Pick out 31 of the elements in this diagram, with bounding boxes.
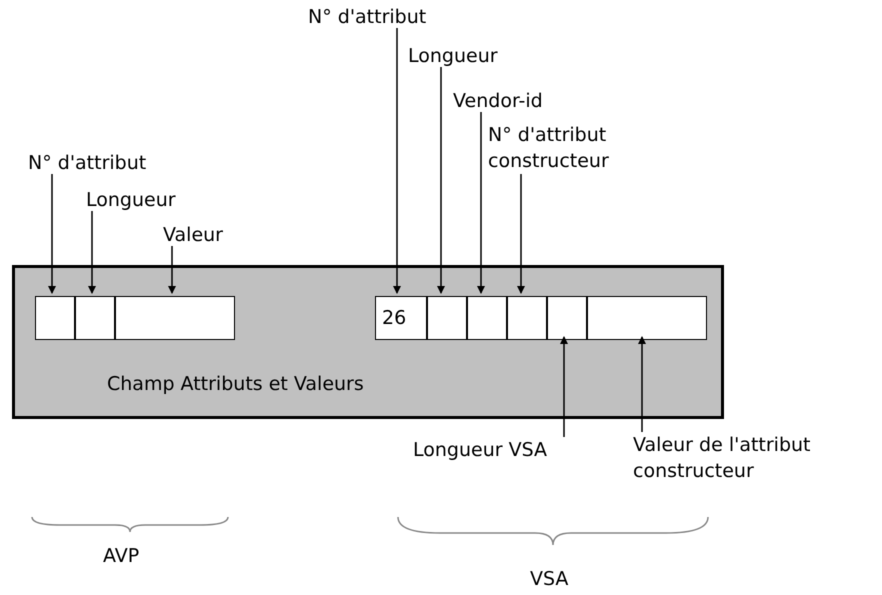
arrow [437, 67, 445, 294]
field-label: Valeur de l'attribut constructeur [633, 432, 879, 484]
arrow [393, 28, 401, 294]
field-cell [587, 296, 707, 340]
field-panel [12, 265, 724, 419]
field-label: Vendor-id [453, 88, 583, 112]
field-label: N° d'attribut [308, 4, 468, 28]
field-label: Longueur VSA [413, 437, 603, 461]
arrow [638, 336, 646, 432]
field-cell [427, 296, 467, 340]
field-label: Valeur [163, 222, 263, 246]
field-label: N° d'attribut [28, 150, 188, 174]
field-cell [547, 296, 587, 340]
field-cell [75, 296, 115, 340]
field-cell [507, 296, 547, 340]
field-cell: 26 [375, 296, 427, 340]
arrow [517, 174, 525, 294]
field-cell [115, 296, 235, 340]
arrow [477, 112, 485, 294]
arrow [168, 246, 176, 294]
arrow [560, 336, 568, 437]
arrow [88, 211, 96, 294]
arrow [48, 174, 56, 294]
field-label: Longueur [408, 43, 538, 67]
group-label: AVP [103, 544, 140, 569]
field-label: Longueur [86, 187, 216, 211]
field-cell [467, 296, 507, 340]
panel-title: Champ Attributs et Valeurs [107, 372, 364, 396]
group-label: VSA [530, 567, 568, 592]
field-label: N° d'attribut constructeur [488, 122, 658, 174]
field-cell [35, 296, 75, 340]
